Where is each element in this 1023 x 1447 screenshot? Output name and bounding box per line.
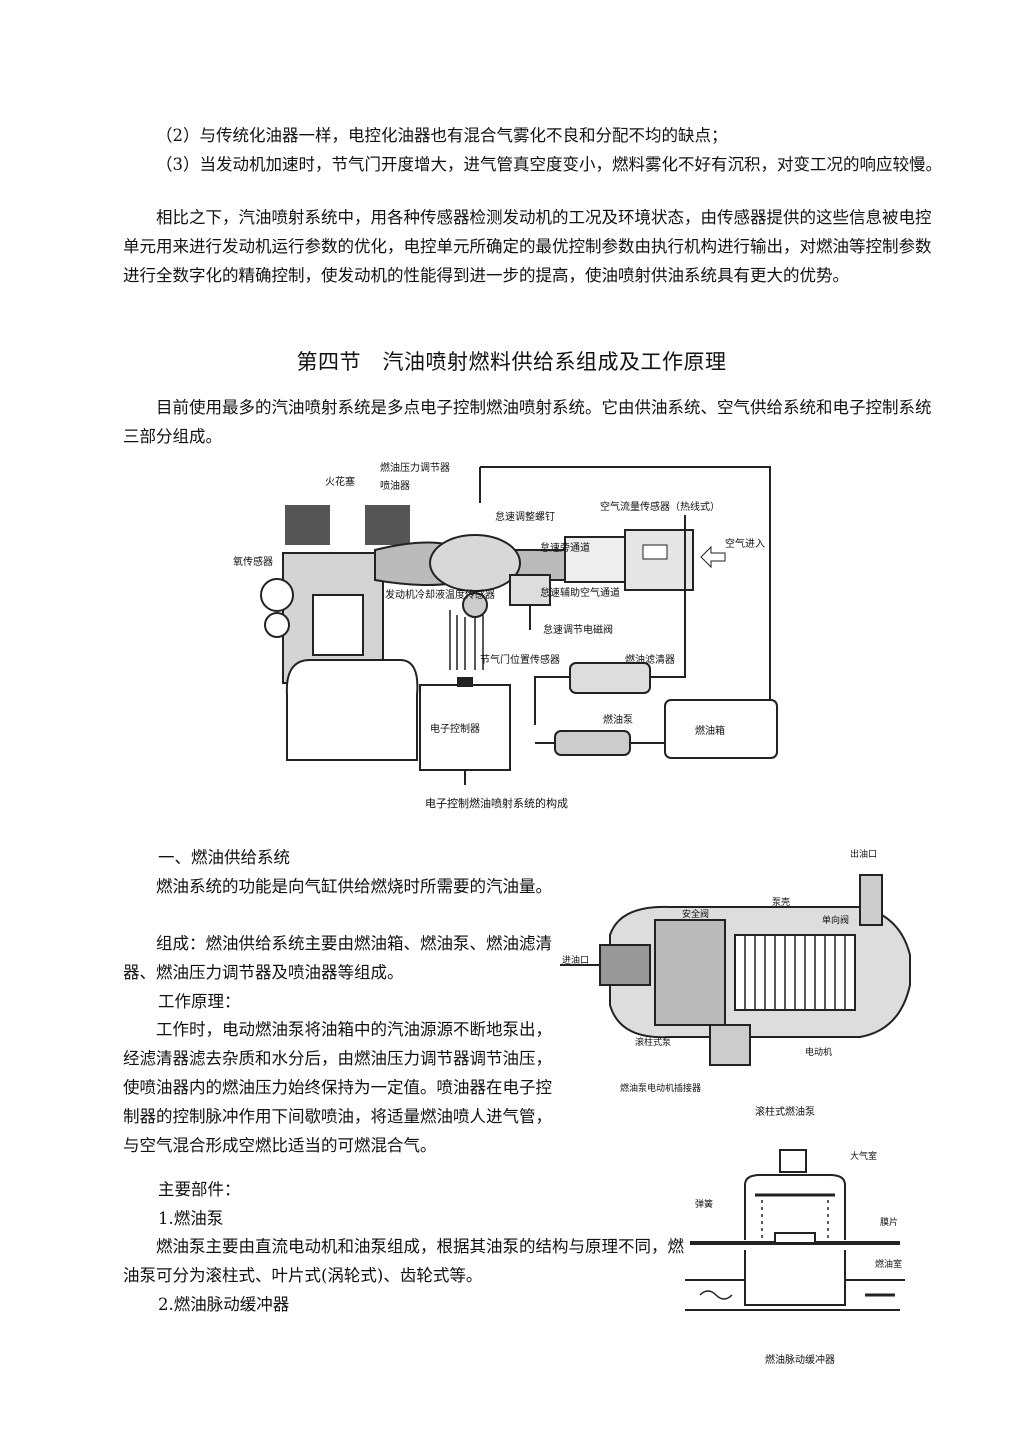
section-heading: 第四节 汽油喷射燃料供给系组成及工作原理	[296, 350, 727, 374]
paragraph-12: 2.燃油脉动缓冲器	[158, 1295, 290, 1314]
fig1-label-idle-screw: 怠速调整螺钉	[495, 510, 555, 523]
fig1-label-fuel-filter: 燃油滤清器	[625, 653, 675, 666]
fig2-label-safety-valve: 安全阀	[682, 908, 709, 920]
paragraph-9: 主要部件：	[158, 1180, 241, 1199]
paragraph-5: 燃油系统的功能是向气缸供给燃烧时所需要的汽油量。	[156, 877, 552, 896]
fig1-label-coolant-sensor: 发动机冷却液温度传感器	[385, 588, 495, 601]
fig3-label-fuel-chamber: 燃油室	[875, 1258, 902, 1270]
paragraph-7: 工作原理：	[158, 992, 241, 1011]
fig2-label-check-valve: 单向阀	[822, 914, 849, 926]
fig1-label-fuel-pump: 燃油泵	[603, 713, 633, 726]
fig2-label-inlet: 进油口	[562, 954, 589, 966]
fig1-label-air-inlet: 空气进入	[725, 537, 765, 550]
fig2-label-connector: 燃油泵电动机插接器	[620, 1082, 701, 1094]
fuel-injection-system-figure: 火花塞 燃油压力调节器 喷油器 怠速调整螺钉 空气流量传感器（热线式） 怠速旁通…	[225, 455, 805, 827]
fig3-label-atmosphere: 大气室	[850, 1150, 877, 1162]
paragraph-11: 燃油泵主要由直流电动机和油泵组成，根据其油泵的结构与原理不同，燃油泵可分为滚柱式…	[123, 1237, 684, 1285]
paragraph-2: （3）当发动机加速时，节气门开度增大，进气管真空度变小，燃料雾化不好有沉积，对变…	[156, 155, 942, 174]
fig1-caption: 电子控制燃油喷射系统的构成	[425, 796, 568, 810]
subheading-fuel-supply: 一、燃油供给系统	[158, 848, 290, 867]
paragraph-1: （2）与传统化油器一样，电控化油器也有混合气雾化不良和分配不均的缺点；	[156, 126, 728, 145]
fig1-label-air-flow-sensor: 空气流量传感器（热线式）	[600, 500, 720, 513]
paragraph-3: 相比之下，汽油喷射系统中，用各种传感器检测发动机的工况及环境状态，由传感器提供的…	[123, 208, 932, 285]
fig1-label-o2-sensor: 氧传感器	[233, 555, 273, 568]
fig1-label-tps: 节气门位置传感器	[480, 653, 560, 666]
fig1-label-ecu: 电子控制器	[430, 722, 480, 735]
fig1-label-idle-aux-air: 怠速辅助空气通道	[540, 586, 620, 599]
fig2-caption: 滚柱式燃油泵	[755, 1105, 815, 1118]
roller-fuel-pump-figure: 出油口 安全阀 泵壳 单向阀 进油口 滚柱式泵 电动机 燃油泵电动机插接器 滚柱…	[560, 845, 945, 1125]
fig2-label-housing: 泵壳	[772, 896, 790, 908]
fig1-label-pressure-regulator: 燃油压力调节器	[380, 461, 450, 474]
fig1-label-fuel-tank: 燃油箱	[695, 724, 725, 737]
fig2-label-motor: 电动机	[805, 1046, 832, 1058]
fig1-label-idle-valve: 怠速调节电磁阀	[543, 623, 613, 636]
fig3-caption: 燃油脉动缓冲器	[765, 1353, 835, 1366]
fig1-label-idle-passage: 怠速旁通道	[540, 541, 590, 554]
paragraph-10: 1.燃油泵	[158, 1209, 224, 1228]
paragraph-4: 目前使用最多的汽油喷射系统是多点电子控制燃油喷射系统。它由供油系统、空气供给系统…	[123, 398, 932, 446]
fig1-label-spark-plug: 火花塞	[325, 475, 355, 488]
fig3-label-spring: 弹簧	[695, 1198, 713, 1210]
fig1-label-injector: 喷油器	[380, 479, 410, 492]
paragraph-6: 组成：燃油供给系统主要由燃油箱、燃油泵、燃油滤清器、燃油压力调节器及喷油器等组成…	[123, 934, 552, 982]
fig2-label-roller-pump: 滚柱式泵	[635, 1036, 671, 1048]
fig2-label-outlet: 出油口	[850, 848, 877, 860]
paragraph-8: 工作时，电动燃油泵将油箱中的汽油源源不断地泵出，经滤清器滤去杂质和水分后，由燃油…	[123, 1020, 552, 1155]
fuel-pulsation-damper-figure: 大气室 弹簧 膜片 燃油室 燃油脉动缓冲器	[680, 1145, 910, 1380]
fig3-label-diaphragm: 膜片	[880, 1216, 898, 1228]
